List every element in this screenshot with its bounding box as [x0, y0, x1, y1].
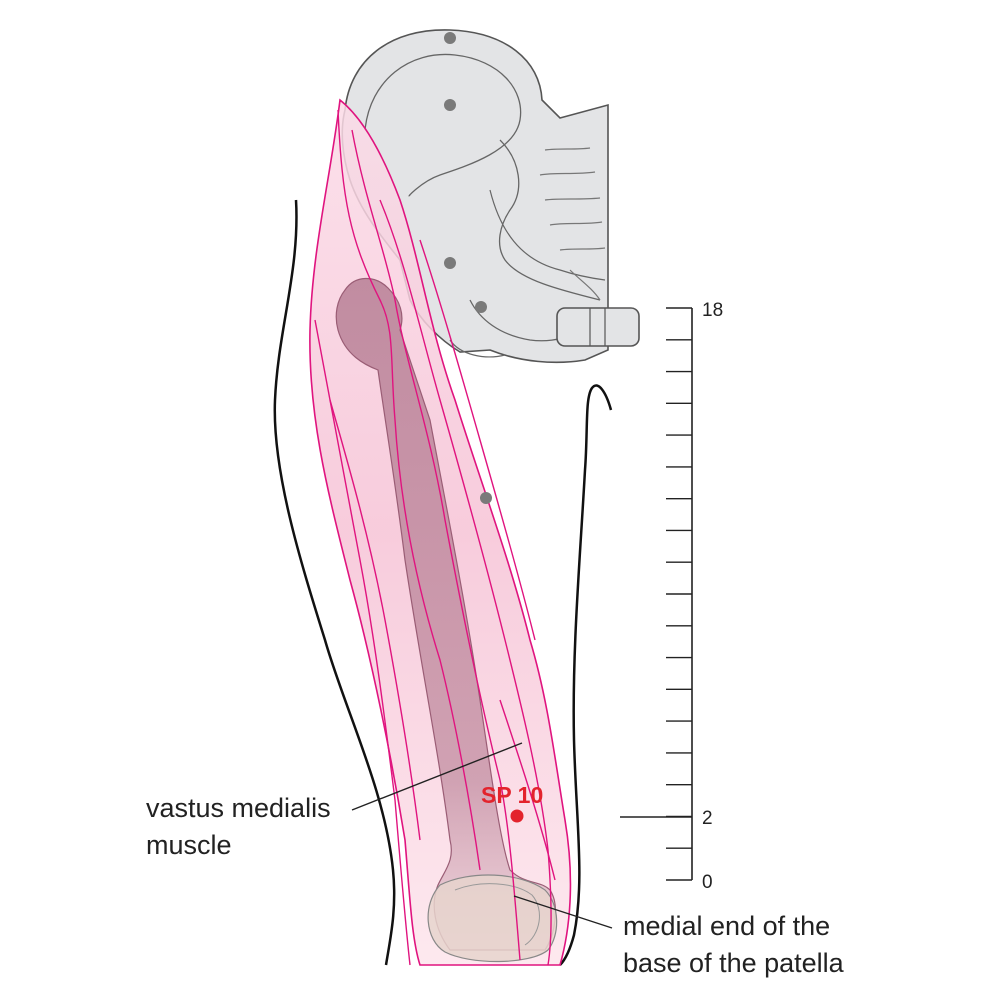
marker-dot [444, 32, 456, 44]
measurement-scale: 18 2 0 [620, 300, 723, 893]
scale-label-bottom: 0 [702, 872, 713, 893]
pubic-symphysis [556, 307, 640, 347]
acupoint-label: SP 10 [481, 782, 543, 808]
scale-label-mid: 2 [702, 808, 713, 829]
marker-dot [480, 492, 492, 504]
vastus-label-line1: vastus medialis [146, 793, 331, 823]
acupoint-dot [510, 809, 524, 823]
vastus-label-line2: muscle [146, 830, 232, 860]
patella-bone [427, 874, 558, 963]
patella-leader-line [513, 895, 613, 929]
reference-markers [444, 32, 492, 504]
marker-dot [475, 301, 487, 313]
marker-dot [444, 99, 456, 111]
muscle-contour-lines [314, 109, 556, 966]
acupoint-sp10: SP 10 [481, 782, 543, 823]
scale-ticks [666, 307, 692, 881]
vastus-leader-line [351, 742, 523, 811]
marker-dot [444, 257, 456, 269]
patella-label-line1: medial end of the [623, 911, 830, 941]
leg-outline-left [273, 199, 396, 966]
leg-outline-right [559, 384, 613, 966]
scale-label-top: 18 [702, 300, 723, 321]
patella-label-line2: base of the patella [623, 948, 845, 978]
